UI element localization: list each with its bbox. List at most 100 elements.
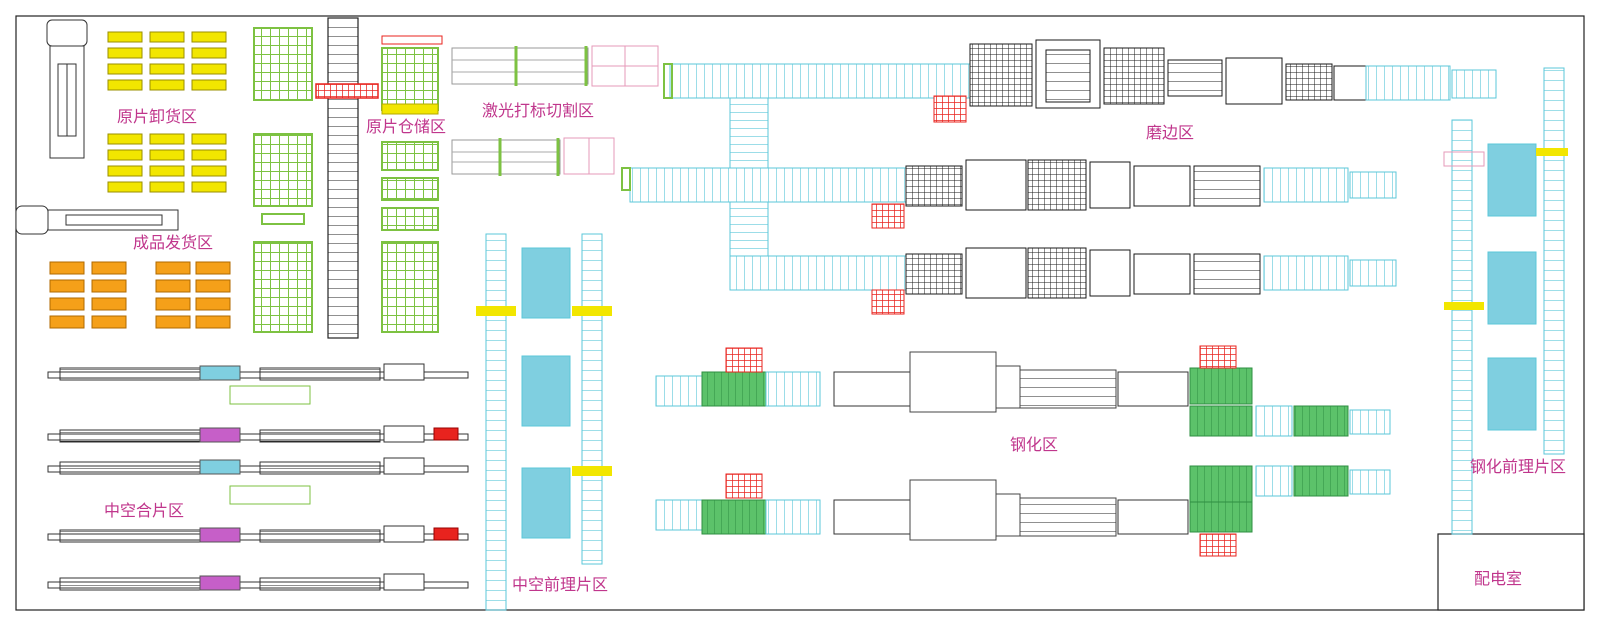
orange-rack — [195, 315, 231, 329]
machine-icon — [1133, 165, 1191, 207]
yellow-rack — [107, 181, 143, 193]
storage-crane-rail — [327, 17, 359, 339]
yellow-rack — [107, 47, 143, 59]
machine-icon — [969, 43, 1033, 107]
yellow-rack — [191, 31, 227, 43]
orange-rack — [49, 261, 85, 275]
orange-rack — [91, 261, 127, 275]
machine-icon — [59, 529, 201, 543]
insulating-assembly-label: 中空合片区 — [104, 501, 184, 520]
glass-stack — [1487, 251, 1537, 325]
furnace-section — [833, 499, 911, 535]
yellow-rack — [107, 149, 143, 161]
machine-icon — [59, 367, 201, 381]
machine-icon — [1133, 253, 1191, 295]
rail-ladder — [581, 233, 603, 565]
yellow-rack — [149, 47, 185, 59]
orange-rack — [155, 261, 191, 275]
raw-storage-area: 原片仓储区 — [253, 17, 446, 339]
machine-icon — [59, 429, 201, 443]
glass-stack — [521, 355, 571, 427]
conveyor-icon — [729, 255, 931, 291]
orange-rack — [195, 261, 231, 275]
laser-cut-area: 激光打标切割区 — [451, 45, 659, 176]
sealant-box — [229, 485, 311, 505]
edging-line-top: 磨边区 — [933, 39, 1497, 142]
insulating-lines — [47, 363, 469, 591]
edging-line-middle — [871, 159, 1397, 229]
green-rack — [381, 241, 439, 333]
machine-icon — [259, 461, 381, 475]
machine-icon — [59, 577, 201, 591]
press-unit — [199, 459, 241, 475]
yellow-rack — [149, 181, 185, 193]
yellow-rack — [107, 165, 143, 177]
furnace-section — [833, 371, 911, 407]
press-unit — [199, 427, 241, 443]
orange-rack — [91, 315, 127, 329]
orange-rack — [195, 279, 231, 293]
machine-icon — [383, 425, 425, 443]
machine-icon — [383, 573, 425, 591]
press-unit — [199, 527, 241, 543]
green-rack — [253, 27, 313, 101]
red-unit — [433, 427, 459, 441]
green-rack — [381, 47, 439, 111]
orange-rack — [91, 297, 127, 311]
machine-icon — [259, 367, 381, 381]
laser-cut-label: 激光打标切割区 — [482, 101, 594, 120]
machine-icon — [259, 577, 381, 591]
machine-icon — [905, 165, 963, 207]
orange-rack — [155, 279, 191, 293]
yellow-rack — [191, 165, 227, 177]
yellow-rack-grid-top — [107, 31, 227, 193]
conveyor-icon — [669, 63, 971, 99]
power-room-label: 配电室 — [1474, 569, 1522, 588]
assembly-line — [47, 433, 469, 441]
sealant-box — [229, 385, 311, 405]
yellow-rack — [191, 79, 227, 91]
machine-icon — [383, 363, 425, 381]
insulating-pre-label: 中空前理片区 — [512, 575, 608, 594]
assembly-line — [47, 371, 469, 379]
quench-section — [1019, 497, 1117, 537]
rail-ladder — [485, 233, 507, 611]
orange-rack — [49, 279, 85, 293]
machine-icon — [1103, 47, 1165, 105]
machine-icon — [909, 351, 997, 413]
machine-icon — [383, 525, 425, 543]
glass-stack — [521, 467, 571, 539]
green-rack — [253, 133, 313, 207]
insulating-pre-area: 中空前理片区 — [476, 233, 612, 611]
crane-carriage — [315, 83, 379, 99]
orange-rack — [155, 315, 191, 329]
glass-stack — [1487, 357, 1537, 431]
glass-stack — [521, 247, 571, 319]
yellow-rack — [107, 79, 143, 91]
press-unit — [199, 365, 241, 381]
raw-unload-label: 原片卸货区 — [117, 107, 197, 126]
machine-icon — [965, 159, 1027, 211]
yellow-rack — [191, 47, 227, 59]
tempering-pre-label: 钢化前理片区 — [1470, 457, 1566, 476]
orange-rack — [49, 315, 85, 329]
raw-storage-label: 原片仓储区 — [366, 117, 446, 136]
loading-table — [701, 371, 767, 407]
yellow-rack — [107, 31, 143, 43]
orange-rack-grid — [49, 261, 231, 329]
power-room: 配电室 — [1437, 533, 1585, 611]
finished-ship-area: 成品发货区 — [15, 205, 231, 329]
yellow-rack — [107, 63, 143, 75]
orange-rack — [49, 297, 85, 311]
orange-rack — [91, 279, 127, 293]
machine-icon — [965, 247, 1027, 299]
machine-icon — [259, 429, 381, 443]
tempering-pre-area: 钢化前理片区 — [1443, 67, 1568, 535]
insulating-assembly-area: 中空合片区 — [47, 363, 469, 591]
orange-rack — [195, 297, 231, 311]
machine-icon — [383, 457, 425, 475]
cutting-table — [451, 47, 589, 85]
glass-stack — [1487, 143, 1537, 217]
quench-section — [1019, 369, 1117, 409]
